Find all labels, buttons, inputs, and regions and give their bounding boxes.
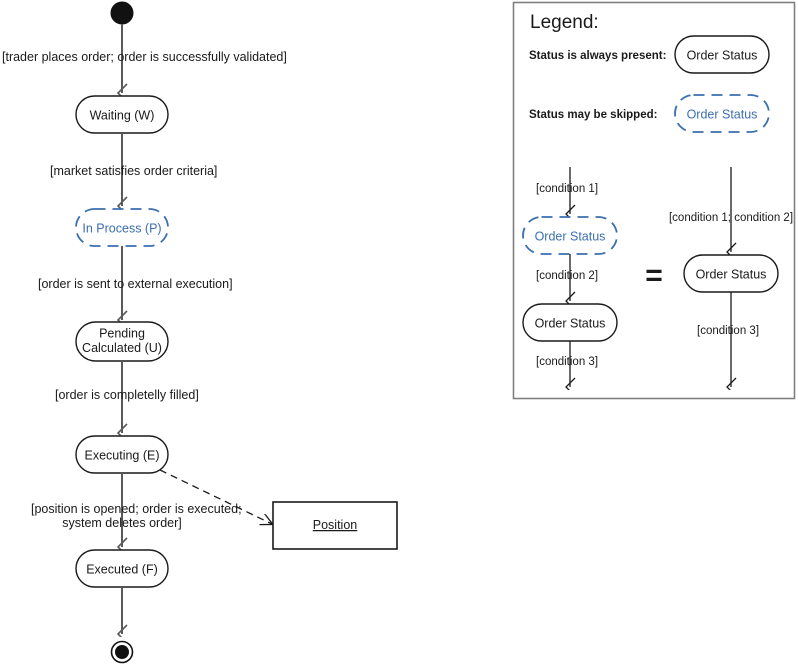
- legend-sample-dashed: Order Status: [674, 94, 770, 133]
- state-in-process-label: In Process (P): [82, 222, 161, 236]
- transition-label-t3: [order is sent to external execution]: [38, 277, 233, 291]
- legend-sample-solid-shape: [674, 35, 770, 74]
- legend-panel: Legend: Status is always present: Order …: [512, 1, 796, 400]
- legend-caption-always-present: Status is always present:: [529, 50, 666, 62]
- legend-left-node-solid-label: Order Status: [535, 317, 606, 331]
- transition-label-t5-line1: [position is opened; order is executed;: [31, 502, 242, 516]
- legend-caption-may-be-skipped: Status may be skipped:: [529, 109, 657, 121]
- final-state-inner-disc: [115, 645, 129, 659]
- state-node-executed[interactable]: Executed (F): [75, 549, 169, 588]
- legend-sample-dashed-label: Order Status: [687, 108, 758, 122]
- initial-state-node: [110, 1, 134, 25]
- legend-right-label-cond12: [condition 1; condition 2]: [669, 212, 793, 224]
- legend-left-node-skipped-shape: [522, 216, 618, 255]
- legend-sample-dashed-shape: [674, 94, 770, 133]
- legend-left-node-skipped-label: Order Status: [535, 230, 606, 244]
- legend-equals-symbol: =: [645, 259, 663, 292]
- state-node-executing[interactable]: Executing (E): [75, 435, 169, 474]
- transition-label-t2: [market satisfies order criteria]: [50, 164, 217, 178]
- state-node-pending-calculated[interactable]: Pending Calculated (U): [75, 321, 169, 362]
- state-pending-label-line1: Pending: [99, 327, 145, 341]
- legend-left-label-cond3: [condition 3]: [536, 356, 598, 368]
- legend-equivalence-right-column: [condition 1; condition 2] Order Status …: [669, 167, 793, 387]
- legend-sample-solid: Order Status: [674, 35, 770, 74]
- state-node-waiting[interactable]: Waiting (W): [75, 95, 169, 134]
- legend-left-label-cond2: [condition 2]: [536, 270, 598, 282]
- object-position-shape: [272, 501, 398, 550]
- legend-right-node-solid-label: Order Status: [696, 268, 767, 282]
- state-executing-label: Executing (E): [84, 449, 159, 463]
- state-node-in-process[interactable]: In Process (P): [75, 208, 169, 247]
- legend-equivalence-left-column: [condition 1] Order Status [condition 2]…: [522, 167, 618, 387]
- legend-title: Legend:: [530, 12, 599, 33]
- object-position-label: Position: [313, 518, 358, 532]
- object-node-position[interactable]: Position: [272, 501, 398, 550]
- object-flow-executing-to-position: [159, 469, 272, 524]
- legend-left-node-skipped: Order Status: [522, 216, 618, 255]
- state-pending-label-line2: Calculated (U): [82, 341, 162, 355]
- transition-label-t5-line2: system deletes order]: [62, 516, 182, 530]
- main-flow-group: [trader places order; order is successfu…: [2, 1, 398, 664]
- legend-left-node-solid: Order Status: [522, 303, 618, 342]
- legend-sample-solid-label: Order Status: [687, 49, 758, 63]
- legend-right-node-solid: Order Status: [683, 254, 779, 293]
- legend-right-label-cond3: [condition 3]: [697, 325, 759, 337]
- state-in-process-shape: [75, 208, 169, 247]
- transition-label-t4: [order is completelly filled]: [55, 388, 199, 402]
- state-executed-label: Executed (F): [86, 563, 158, 577]
- final-state-node: [110, 640, 134, 664]
- legend-left-label-cond1: [condition 1]: [536, 183, 598, 195]
- transition-label-t1: [trader places order; order is successfu…: [2, 50, 287, 64]
- state-waiting-label: Waiting (W): [90, 109, 155, 123]
